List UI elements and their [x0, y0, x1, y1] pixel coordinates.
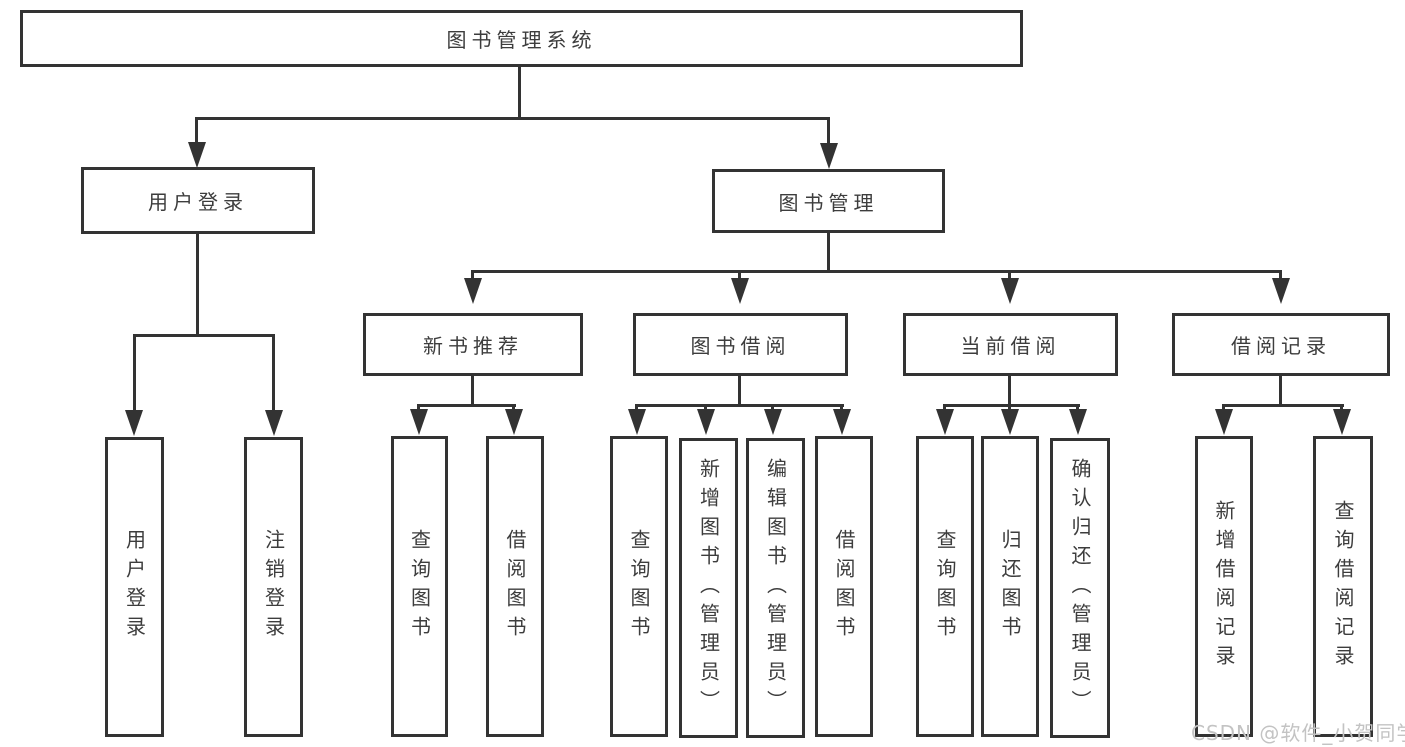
node-label: 用户登录	[122, 529, 147, 645]
connector-line	[1008, 376, 1011, 406]
node-book-borrowing: 图书借阅	[633, 313, 848, 376]
connector-line	[1008, 270, 1011, 284]
connector-line	[471, 270, 1282, 273]
arrow-down-icon	[764, 409, 782, 435]
node-label: 新书推荐	[423, 334, 523, 358]
node-label: 编辑图书（管理员）	[763, 457, 788, 719]
node-new-book-recommendation: 新书推荐	[363, 313, 583, 376]
arrow-down-icon	[731, 278, 749, 304]
node-label: 图书管理	[778, 190, 879, 215]
node-label: 借阅图书	[832, 528, 856, 645]
node-label: 注销登录	[261, 529, 286, 645]
connector-line	[133, 334, 275, 337]
leaf-query-books-borrow: 查询图书	[610, 436, 668, 737]
arrow-down-icon	[1001, 409, 1019, 435]
node-label: 查询图书	[627, 528, 651, 645]
connector-line	[272, 334, 275, 414]
node-label: 新增借阅记录	[1212, 499, 1236, 674]
arrow-down-icon	[697, 409, 715, 435]
leaf-borrow-books-borrow: 借阅图书	[815, 436, 873, 737]
connector-line	[518, 67, 521, 120]
watermark: CSDN @软件_小贺同学	[1191, 721, 1405, 745]
connector-line	[471, 376, 474, 406]
node-library-system: 图书管理系统	[20, 10, 1023, 67]
connector-line	[827, 117, 830, 145]
node-label: 查询图书	[407, 528, 432, 645]
node-borrowing-records: 借阅记录	[1172, 313, 1390, 376]
leaf-query-books-recommend: 查询图书	[391, 436, 448, 737]
node-user-login: 用户登录	[81, 167, 315, 234]
arrow-down-icon	[1001, 278, 1019, 304]
node-label: 新增图书（管理员）	[696, 457, 721, 719]
arrow-down-icon	[125, 410, 143, 436]
arrow-down-icon	[1333, 409, 1351, 435]
connector-line	[1222, 404, 1344, 407]
node-label: 用户登录	[148, 190, 248, 214]
leaf-query-books-current: 查询图书	[916, 436, 974, 737]
node-label: 图书管理系统	[446, 28, 597, 52]
leaf-confirm-return-admin: 确认归还（管理员）	[1050, 438, 1110, 738]
connector-line	[1279, 270, 1282, 284]
node-label: 查询图书	[933, 528, 957, 645]
arrow-down-icon	[505, 409, 523, 435]
connector-line	[471, 270, 474, 284]
arrow-down-icon	[1215, 409, 1233, 435]
node-label: 借阅图书	[503, 528, 527, 645]
arrow-down-icon	[628, 409, 646, 435]
connector-line	[196, 117, 830, 120]
arrow-down-icon	[820, 143, 838, 169]
node-current-borrowing: 当前借阅	[903, 313, 1118, 376]
arrow-down-icon	[1272, 278, 1290, 304]
leaf-edit-book-admin: 编辑图书（管理员）	[746, 438, 805, 738]
connector-line	[418, 404, 516, 407]
node-label: 借阅记录	[1231, 334, 1331, 358]
leaf-query-borrow-record: 查询借阅记录	[1313, 436, 1373, 737]
connector-line	[827, 233, 830, 272]
arrow-down-icon	[936, 409, 954, 435]
connector-line	[738, 270, 741, 284]
node-label: 图书借阅	[690, 334, 791, 358]
connector-line	[133, 334, 136, 414]
node-book-management: 图书管理	[712, 169, 945, 233]
leaf-logout: 注销登录	[244, 437, 303, 737]
connector-line	[1279, 376, 1282, 406]
leaf-add-book-admin: 新增图书（管理员）	[679, 438, 738, 738]
arrow-down-icon	[188, 142, 206, 168]
node-label: 确认归还（管理员）	[1068, 457, 1092, 719]
arrow-down-icon	[833, 409, 851, 435]
arrow-down-icon	[410, 409, 428, 435]
arrow-down-icon	[464, 278, 482, 304]
leaf-add-borrow-record: 新增借阅记录	[1195, 436, 1253, 737]
node-label: 查询借阅记录	[1331, 499, 1355, 674]
connector-line	[196, 234, 199, 336]
leaf-borrow-books-recommend: 借阅图书	[486, 436, 544, 737]
connector-line	[195, 117, 198, 145]
leaf-user-login: 用户登录	[105, 437, 164, 737]
connector-line	[738, 376, 741, 406]
connector-line	[635, 404, 844, 407]
arrow-down-icon	[265, 410, 283, 436]
node-label: 归还图书	[998, 528, 1022, 645]
node-label: 当前借阅	[960, 334, 1061, 358]
connector-line	[943, 404, 1080, 407]
arrow-down-icon	[1069, 409, 1087, 435]
leaf-return-book: 归还图书	[981, 436, 1039, 737]
